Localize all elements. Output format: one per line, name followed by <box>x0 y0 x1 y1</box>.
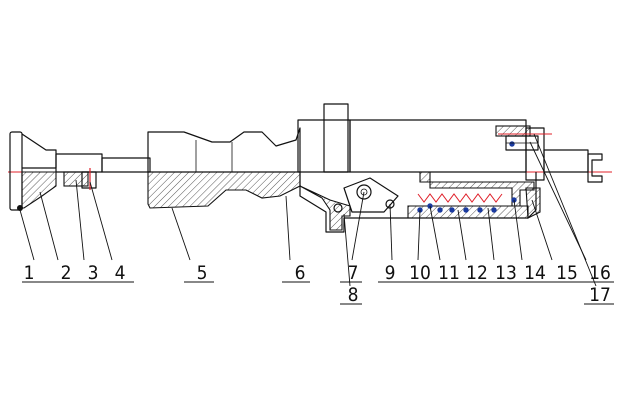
callout-13: 13 <box>495 262 517 284</box>
callout-10: 10 <box>409 262 431 284</box>
callout-2: 2 <box>61 262 72 284</box>
callout-17: 17 <box>589 284 611 306</box>
callout-14: 14 <box>524 262 546 284</box>
callout-3: 3 <box>88 262 99 284</box>
callout-12: 12 <box>466 262 488 284</box>
callout-4: 4 <box>115 262 126 284</box>
leader-lines <box>19 133 597 287</box>
small-nut <box>55 153 103 190</box>
left-nozzle <box>9 131 57 211</box>
callout-1: 1 <box>24 262 35 284</box>
callout-6: 6 <box>295 262 306 284</box>
handle-body <box>147 127 301 209</box>
callout-labels: 1 2 3 4 5 6 7 8 9 10 11 12 13 14 15 16 1… <box>24 262 611 306</box>
callout-15: 15 <box>556 262 578 284</box>
callout-11: 11 <box>438 262 460 284</box>
spring <box>417 193 503 203</box>
shaft <box>101 157 151 173</box>
end-cap <box>495 125 552 151</box>
callout-16: 16 <box>589 262 611 284</box>
callout-9: 9 <box>385 262 396 284</box>
callout-7: 7 <box>348 262 359 284</box>
nozzle-tip-dot <box>17 205 23 211</box>
lower-chamber <box>299 171 541 233</box>
main-housing <box>297 103 603 183</box>
callout-8: 8 <box>348 284 359 306</box>
callout-5: 5 <box>197 262 208 284</box>
callout-underlines <box>22 281 614 305</box>
seal-row <box>417 141 517 213</box>
